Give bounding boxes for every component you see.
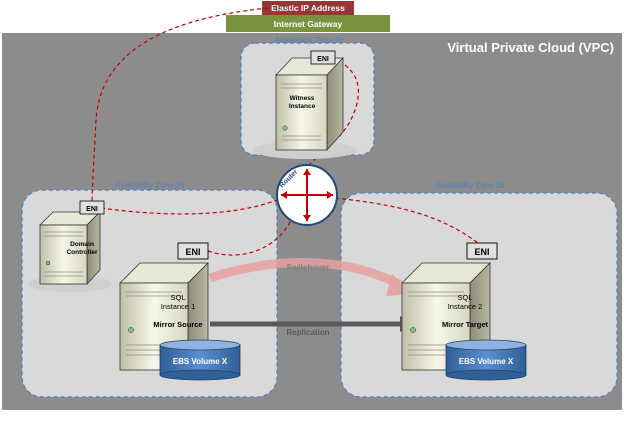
domain-controller-server: Domain Controller <box>28 211 112 292</box>
elastic-ip-box <box>262 1 354 15</box>
witness-eni-label: ENI <box>317 56 329 63</box>
vpc-label: Virtual Private Cloud (VPC) <box>447 40 614 55</box>
zone-b-label: Availability Zone 2b <box>435 181 505 190</box>
sql1-ebs-volume: EBS Volume X <box>159 339 241 381</box>
sql2-label-line2: Instance 2 <box>448 302 483 311</box>
link-eip-to-dc-eni <box>91 7 269 204</box>
elastic-ip-label: Elastic IP Address <box>271 3 345 13</box>
internet-gateway-label: Internet Gateway <box>274 19 343 29</box>
link-dc-eni-to-router <box>100 197 283 215</box>
dc-eni-box <box>79 200 105 215</box>
sql2-eni-box <box>466 242 498 260</box>
link-eni1-to-router <box>207 221 291 256</box>
zone-c-label: Availability Zone 2c <box>275 36 344 45</box>
dc-eni-label: ENI <box>86 206 98 213</box>
internet-gateway-box <box>226 15 390 32</box>
witness-label-line1: Witness <box>290 95 315 102</box>
sql1-label-line2: Instance 1 <box>161 302 196 311</box>
sql1-eni-box <box>177 242 209 260</box>
sql2-volume-label: EBS Volume X <box>459 357 514 366</box>
switchover-label: Switchover <box>287 263 330 272</box>
router: Router <box>276 164 338 226</box>
replication-label: Replication <box>286 328 329 337</box>
zone-a-label: Availability Zone 2a <box>115 181 185 190</box>
dc-label-line2: Controller <box>66 249 98 256</box>
sql2-role: Mirror Target <box>442 320 489 329</box>
switchover-arrow <box>208 258 403 289</box>
sql1-label-line1: SQL <box>170 293 185 302</box>
dc-label-line1: Domain <box>70 241 94 248</box>
sql2-eni-label: ENI <box>474 247 489 257</box>
sql1-eni-label: ENI <box>185 247 200 257</box>
witness-eni-box <box>310 50 336 65</box>
witness-label-line2: Instance <box>289 103 316 110</box>
sql1-role: Mirror Source <box>153 320 202 329</box>
sql2-ebs-volume: EBS Volume X <box>445 339 527 381</box>
link-router-to-eni2 <box>334 197 479 244</box>
sql2-label-line1: SQL <box>457 293 472 302</box>
sql1-volume-label: EBS Volume X <box>173 357 228 366</box>
